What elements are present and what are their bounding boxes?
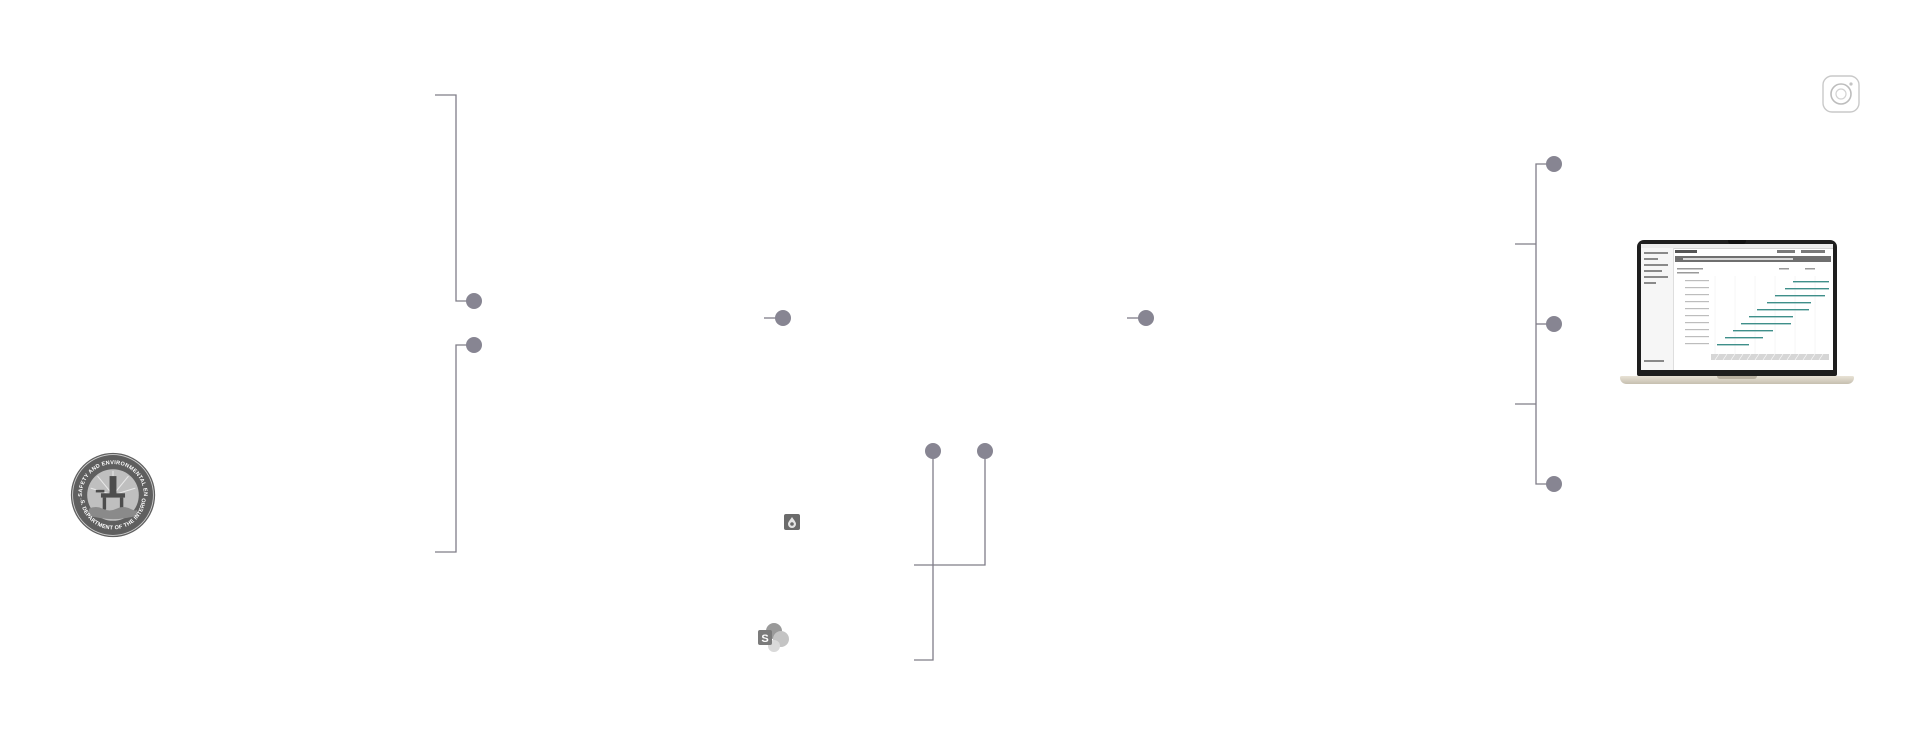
svg-text:S: S — [761, 633, 768, 645]
screen-sidebar-item — [1644, 264, 1668, 266]
node-circle — [466, 293, 482, 309]
droplet-icon — [784, 514, 800, 530]
screen-sidebar-item — [1644, 258, 1658, 260]
screen-title — [1675, 250, 1697, 253]
node-circle — [1138, 310, 1154, 326]
laptop-notch — [1728, 240, 1746, 244]
laptop-groove — [1717, 376, 1757, 379]
node-circle — [1546, 156, 1562, 172]
camera-icon — [1820, 73, 1862, 115]
connector-line — [435, 344, 471, 553]
connector-line — [914, 452, 934, 661]
laptop-screen — [1641, 244, 1833, 370]
connector-line — [914, 452, 986, 566]
laptop-icon — [1620, 240, 1854, 390]
screen-header — [1675, 250, 1831, 255]
node-circle — [466, 337, 482, 353]
screen-sidebar-item — [1644, 276, 1668, 278]
screen-banner — [1675, 256, 1831, 262]
screen-sidebar-item — [1644, 252, 1668, 254]
screen-menubar — [1641, 244, 1833, 249]
seal-icon: BUREAU OF SAFETY AND ENVIRONMENTAL ENFOR… — [68, 448, 156, 538]
node-circle — [925, 443, 941, 459]
node-circle — [1546, 476, 1562, 492]
connector-line — [435, 94, 471, 302]
sharepoint-icon: S — [757, 622, 791, 654]
node-circle — [977, 443, 993, 459]
node-circle — [775, 310, 791, 326]
screen-button — [1777, 250, 1795, 253]
screen-banner-text — [1683, 258, 1793, 260]
laptop-base — [1620, 376, 1854, 384]
laptop-lid — [1637, 240, 1837, 376]
screen-button — [1801, 250, 1825, 253]
screen-sidebar-item — [1644, 282, 1656, 284]
screen-sidebar-footer — [1644, 360, 1664, 362]
screen-sidebar — [1641, 248, 1674, 370]
screen-sidebar-item — [1644, 270, 1662, 272]
screen-gantt-chart — [1677, 268, 1829, 361]
node-circle — [1546, 316, 1562, 332]
